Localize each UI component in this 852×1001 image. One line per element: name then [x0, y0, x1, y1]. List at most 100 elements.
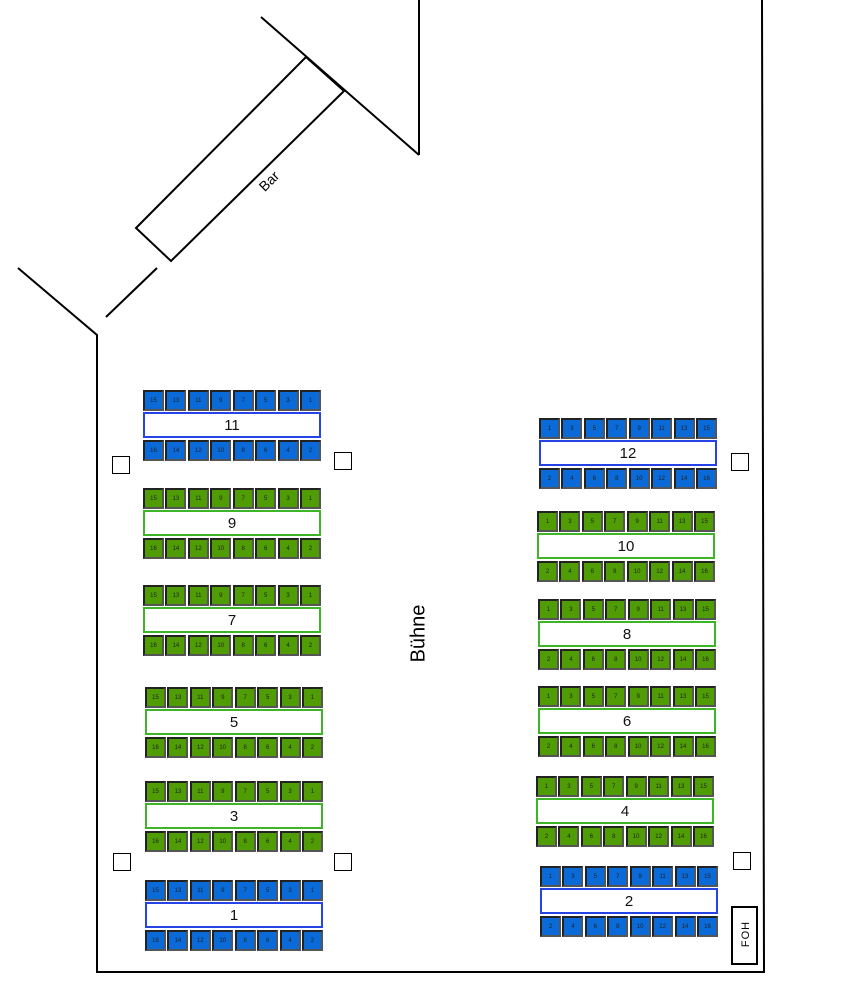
seat[interactable]: 16 [693, 561, 715, 582]
seat[interactable]: 10 [212, 930, 234, 951]
seat[interactable]: 12 [651, 468, 673, 489]
seat[interactable]: 8 [232, 538, 254, 559]
seat[interactable]: 14 [670, 826, 692, 847]
table[interactable]: 9 [143, 510, 321, 536]
seat[interactable]: 3 [277, 585, 299, 606]
seat[interactable]: 13 [167, 687, 189, 708]
seat[interactable]: 15 [143, 585, 164, 606]
seat[interactable]: 16 [145, 930, 166, 951]
seat[interactable]: 14 [165, 538, 187, 559]
seat[interactable]: 7 [605, 599, 627, 620]
seat[interactable]: 7 [606, 418, 628, 439]
seat[interactable]: 2 [301, 737, 323, 758]
seat[interactable]: 3 [559, 511, 581, 532]
seat[interactable]: 6 [255, 635, 277, 656]
seat[interactable]: 6 [584, 916, 606, 937]
seat[interactable]: 11 [648, 776, 670, 797]
seat[interactable]: 16 [694, 736, 716, 757]
seat[interactable]: 5 [581, 511, 603, 532]
seat[interactable]: 9 [627, 686, 649, 707]
seat[interactable]: 2 [539, 468, 560, 489]
seat[interactable]: 7 [604, 511, 626, 532]
seat[interactable]: 14 [674, 916, 696, 937]
seat[interactable]: 14 [167, 737, 189, 758]
seat[interactable]: 6 [580, 826, 602, 847]
seat[interactable]: 11 [649, 511, 671, 532]
table[interactable]: 10 [537, 533, 715, 559]
seat[interactable]: 16 [696, 916, 718, 937]
seat[interactable]: 15 [695, 418, 717, 439]
seat[interactable]: 8 [603, 826, 625, 847]
seat[interactable]: 3 [561, 418, 583, 439]
seat[interactable]: 13 [165, 488, 187, 509]
seat[interactable]: 15 [143, 488, 164, 509]
seat[interactable]: 7 [232, 488, 254, 509]
seat[interactable]: 15 [693, 511, 715, 532]
seat[interactable]: 11 [187, 585, 209, 606]
seat[interactable]: 5 [582, 599, 604, 620]
seat[interactable]: 1 [299, 488, 321, 509]
seat[interactable]: 5 [580, 776, 602, 797]
seat[interactable]: 3 [277, 390, 299, 411]
seat[interactable]: 2 [299, 635, 321, 656]
seat[interactable]: 3 [279, 781, 301, 802]
seat[interactable]: 7 [232, 585, 254, 606]
seat[interactable]: 16 [143, 538, 164, 559]
seat[interactable]: 15 [145, 880, 166, 901]
seat[interactable]: 1 [539, 418, 560, 439]
table[interactable]: 2 [540, 888, 718, 914]
seat[interactable]: 9 [625, 776, 647, 797]
seat[interactable]: 1 [299, 390, 321, 411]
seat[interactable]: 11 [652, 866, 674, 887]
seat[interactable]: 5 [255, 390, 277, 411]
seat[interactable]: 8 [234, 737, 256, 758]
seat[interactable]: 8 [232, 440, 254, 461]
seat[interactable]: 13 [670, 776, 692, 797]
seat[interactable]: 5 [582, 686, 604, 707]
seat[interactable]: 3 [560, 599, 582, 620]
seat[interactable]: 8 [604, 561, 626, 582]
seat[interactable]: 13 [167, 880, 189, 901]
seat[interactable]: 3 [560, 686, 582, 707]
seat[interactable]: 2 [299, 538, 321, 559]
seat[interactable]: 14 [167, 831, 189, 852]
seat[interactable]: 6 [255, 440, 277, 461]
seat[interactable]: 6 [257, 831, 279, 852]
seat[interactable]: 9 [212, 781, 234, 802]
seat[interactable]: 10 [627, 649, 649, 670]
seat[interactable]: 12 [648, 826, 670, 847]
seat[interactable]: 4 [562, 916, 584, 937]
seat[interactable]: 6 [257, 737, 279, 758]
seat[interactable]: 1 [299, 585, 321, 606]
seat[interactable]: 9 [212, 687, 234, 708]
seat[interactable]: 6 [582, 649, 604, 670]
seat[interactable]: 16 [694, 649, 716, 670]
seat[interactable]: 5 [255, 585, 277, 606]
seat[interactable]: 8 [606, 468, 628, 489]
seat[interactable]: 16 [143, 440, 164, 461]
seat[interactable]: 10 [210, 635, 232, 656]
table[interactable]: 5 [145, 709, 323, 735]
table[interactable]: 7 [143, 607, 321, 633]
seat[interactable]: 14 [672, 649, 694, 670]
seat[interactable]: 11 [187, 488, 209, 509]
seat[interactable]: 8 [234, 831, 256, 852]
seat[interactable]: 2 [538, 649, 559, 670]
seat[interactable]: 8 [605, 649, 627, 670]
seat[interactable]: 11 [189, 781, 211, 802]
seat[interactable]: 2 [299, 440, 321, 461]
seat[interactable]: 1 [301, 880, 323, 901]
seat[interactable]: 5 [255, 488, 277, 509]
seat[interactable]: 16 [145, 737, 166, 758]
seat[interactable]: 2 [538, 736, 559, 757]
seat[interactable]: 14 [167, 930, 189, 951]
table[interactable]: 6 [538, 708, 716, 734]
seat[interactable]: 9 [210, 585, 232, 606]
seat[interactable]: 7 [605, 686, 627, 707]
seat[interactable]: 15 [694, 599, 716, 620]
seat[interactable]: 10 [629, 916, 651, 937]
seat[interactable]: 12 [189, 737, 211, 758]
seat[interactable]: 3 [562, 866, 584, 887]
seat[interactable]: 13 [165, 585, 187, 606]
seat[interactable]: 8 [232, 635, 254, 656]
